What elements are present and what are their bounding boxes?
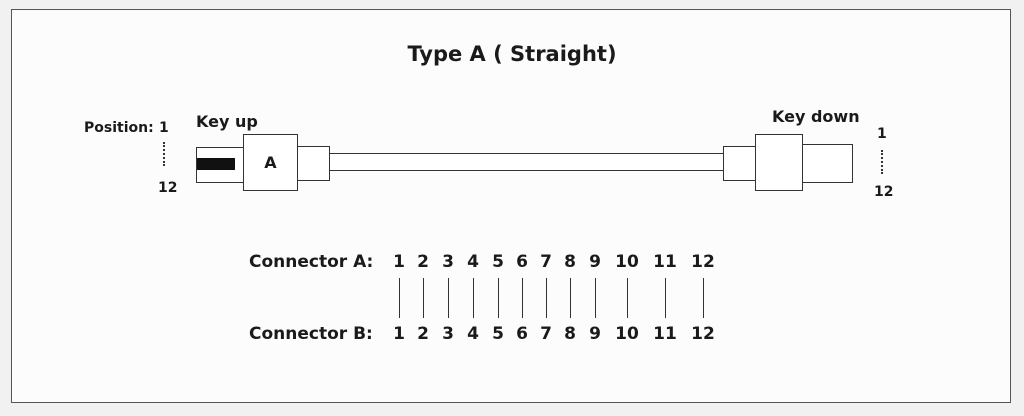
connector-a-pin: 9 xyxy=(589,252,601,272)
connector-a-pin: 3 xyxy=(442,252,454,272)
pin-connection-line xyxy=(399,278,400,318)
pin-connection-line xyxy=(570,278,571,318)
left-ferrule xyxy=(196,147,244,183)
left-position-dots xyxy=(163,142,165,166)
right-position-dots xyxy=(881,150,883,174)
key-letter: A xyxy=(264,153,277,172)
connector-a-pin: 11 xyxy=(653,252,677,272)
connector-b-pin: 7 xyxy=(540,324,552,344)
pin-connection-line xyxy=(627,278,628,318)
connector-b-pin: 1 xyxy=(393,324,405,344)
position-label: Position: xyxy=(84,120,154,136)
fiber-cable xyxy=(329,153,724,171)
connector-b-label: Connector B: xyxy=(249,324,373,344)
connector-a-pin: 2 xyxy=(417,252,429,272)
left-fiber-array xyxy=(197,158,235,170)
connector-a-pin: 4 xyxy=(467,252,479,272)
pin-connection-line xyxy=(473,278,474,318)
connector-b-pin: 2 xyxy=(417,324,429,344)
pin-connection-line xyxy=(423,278,424,318)
connector-a-label: Connector A: xyxy=(249,252,374,272)
connector-b-pin: 10 xyxy=(615,324,639,344)
connector-b-pin: 4 xyxy=(467,324,479,344)
connector-a-pin: 10 xyxy=(615,252,639,272)
pin-connection-line xyxy=(703,278,704,318)
left-boot xyxy=(297,146,330,181)
right-position-top: 1 xyxy=(877,126,887,142)
left-position-bottom: 12 xyxy=(158,180,178,196)
connector-a-pin: 6 xyxy=(516,252,528,272)
right-ferrule xyxy=(802,144,853,183)
connector-b-pin: 12 xyxy=(691,324,715,344)
connector-b-pin: 6 xyxy=(516,324,528,344)
connector-b-pin: 3 xyxy=(442,324,454,344)
connector-a-pin: 8 xyxy=(564,252,576,272)
pin-connection-line xyxy=(665,278,666,318)
right-position-bottom: 12 xyxy=(874,184,894,200)
diagram-title: Type A ( Straight) xyxy=(407,42,617,66)
key-up-label: Key up xyxy=(196,112,258,131)
connector-b-pin: 9 xyxy=(589,324,601,344)
left-position-top: 1 xyxy=(159,120,169,136)
pin-connection-line xyxy=(546,278,547,318)
connector-b-pin: 8 xyxy=(564,324,576,344)
connector-b-pin: 5 xyxy=(492,324,504,344)
right-connector-housing xyxy=(755,134,803,191)
pin-connection-line xyxy=(522,278,523,318)
connector-a-pin: 1 xyxy=(393,252,405,272)
right-boot xyxy=(723,146,756,181)
diagram-frame: Type A ( Straight) Position: 1 12 Key up… xyxy=(11,9,1011,403)
connector-a-pin: 7 xyxy=(540,252,552,272)
left-connector-housing: A xyxy=(243,134,298,191)
connector-a-pin: 12 xyxy=(691,252,715,272)
connector-a-pin: 5 xyxy=(492,252,504,272)
pin-connection-line xyxy=(595,278,596,318)
connector-b-pin: 11 xyxy=(653,324,677,344)
pin-connection-line xyxy=(448,278,449,318)
key-down-label: Key down xyxy=(772,107,860,126)
pin-connection-line xyxy=(498,278,499,318)
